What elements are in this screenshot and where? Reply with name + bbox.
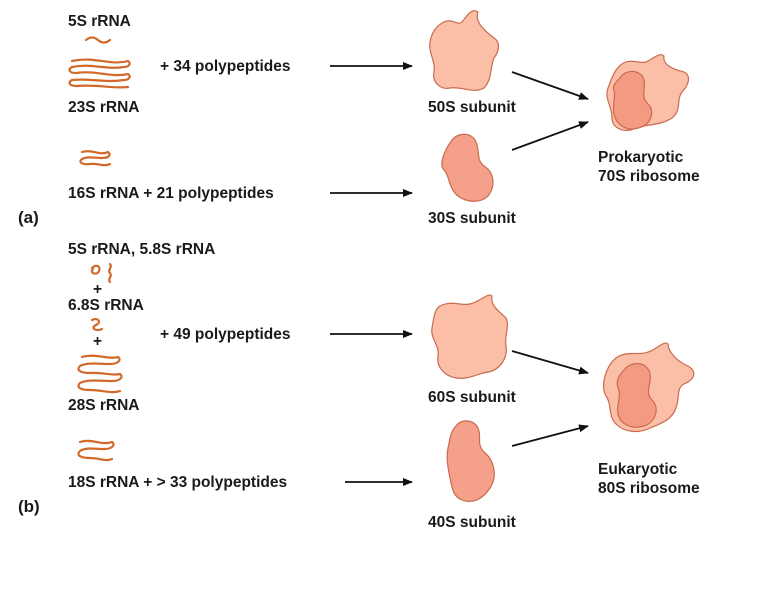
label-5s-rrna: 5S rRNA xyxy=(68,13,131,30)
subunit-60s-shape xyxy=(431,294,509,379)
rrna-68s-squiggle xyxy=(90,317,104,332)
arrow-30s-to-70s xyxy=(511,121,589,151)
panel-label-a: (a) xyxy=(18,208,39,227)
label-5s-58s-rrna: 5S rRNA, 5.8S rRNA xyxy=(68,241,216,258)
ribosome-80s-shape xyxy=(603,342,695,433)
label-60s-subunit: 60S subunit xyxy=(428,389,516,406)
subunit-50s-shape xyxy=(429,10,500,91)
label-40s-subunit: 40S subunit xyxy=(428,514,516,531)
label-prokaryotic: Prokaryotic xyxy=(598,149,684,166)
ribosome-70s-shape xyxy=(606,54,690,131)
label-23s-rrna: 23S rRNA xyxy=(68,99,140,116)
label-16s-input: 16S rRNA + 21 polypeptides xyxy=(68,185,274,202)
rrna-16s-coil xyxy=(79,150,112,167)
arrow-60s-to-80s xyxy=(511,350,589,375)
label-eukaryotic: Eukaryotic xyxy=(598,461,678,478)
label-50s-subunit: 50S subunit xyxy=(428,99,516,116)
rrna-18s-coil xyxy=(77,439,115,462)
subunit-40s-shape xyxy=(446,420,495,503)
rrna-23s-coil xyxy=(68,58,131,89)
label-80s-ribosome: 80S ribosome xyxy=(598,480,700,497)
label-68s-rrna: 6.8S rRNA xyxy=(68,297,144,314)
arrow-40s-to-80s xyxy=(511,424,589,447)
subunit-30s-shape xyxy=(441,133,494,202)
label-34-polypeptides: + 34 polypeptides xyxy=(160,58,291,75)
label-70s-ribosome: 70S ribosome xyxy=(598,168,700,185)
rrna-5s-squiggle xyxy=(84,36,112,44)
arrow-50s-to-70s xyxy=(511,71,589,100)
plus-sign-2: + xyxy=(93,333,103,350)
label-49-polypeptides: + 49 polypeptides xyxy=(160,326,291,343)
rrna-28s-coil xyxy=(77,354,123,394)
label-18s-input: 18S rRNA + > 33 polypeptides xyxy=(68,474,288,491)
label-30s-subunit: 30S subunit xyxy=(428,210,516,227)
label-28s-rrna: 28S rRNA xyxy=(68,397,140,414)
panel-label-b: (b) xyxy=(18,497,40,516)
plus-sign-1: + xyxy=(93,281,103,298)
rrna-5s-58s-squiggle xyxy=(90,262,112,284)
